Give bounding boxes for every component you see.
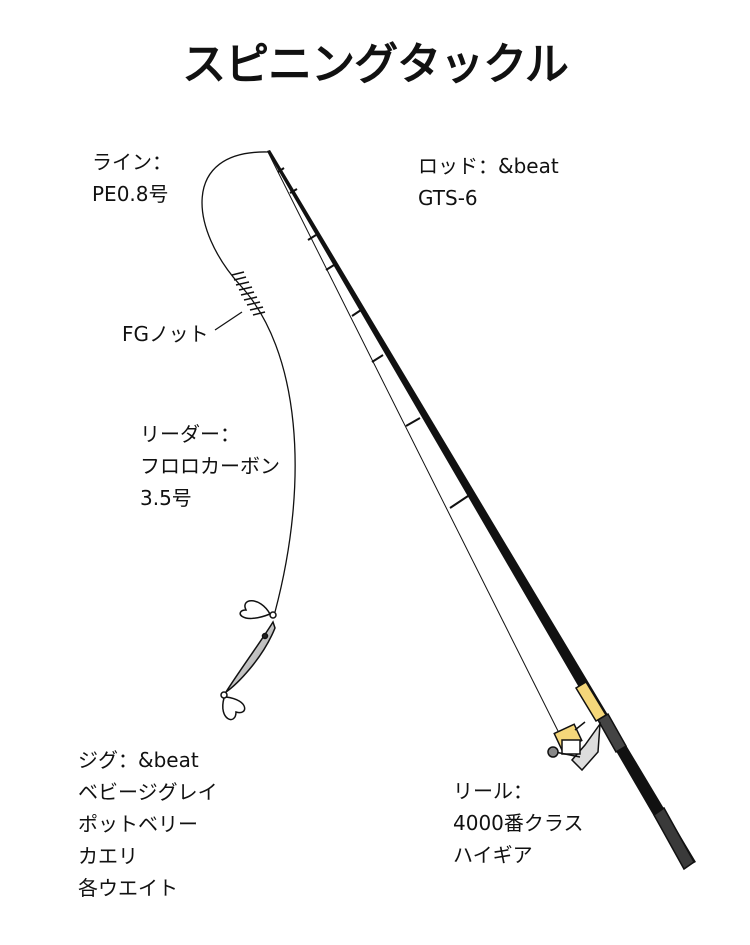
reel-label-gear: ハイギア <box>453 843 533 867</box>
reel-seat <box>596 712 628 754</box>
jig-icon <box>220 600 277 721</box>
knot-pointer <box>214 311 243 331</box>
line-label-title: ライン： <box>92 150 172 174</box>
jig-label-line: 各ウエイト <box>78 876 178 900</box>
line-label: ライン： PE0.8号 <box>92 146 172 210</box>
rod-line <box>267 151 561 736</box>
rod-guides <box>277 167 469 509</box>
jig-label-line: ベビージグレイ <box>78 780 218 804</box>
fg-knot <box>231 271 266 316</box>
reel-label: リール： 4000番クラス ハイギア <box>453 775 584 871</box>
rod-label-model: GTS-6 <box>418 186 478 210</box>
leader-label-title: リーダー： <box>140 422 240 446</box>
page-title: スピニングタックル <box>182 39 569 90</box>
reel-label-title: リール： <box>453 779 533 803</box>
jig-label-title: ジグ：&beat <box>78 748 199 772</box>
rod-label: ロッド：&beat GTS-6 <box>418 150 559 214</box>
rod-blank <box>267 150 696 868</box>
reel-label-size: 4000番クラス <box>453 811 584 835</box>
reel-icon <box>547 721 601 772</box>
line-label-spec: PE0.8号 <box>92 182 169 206</box>
rear-grip <box>653 806 695 871</box>
main-line <box>201 151 296 613</box>
knot-label: FGノット <box>122 322 209 346</box>
leader-label: リーダー： フロロカーボン 3.5号 <box>140 418 280 514</box>
rod-label-title: ロッド：&beat <box>418 154 559 178</box>
leader-label-size: 3.5号 <box>140 486 192 510</box>
jig-label-line: ポットベリー <box>78 812 198 836</box>
leader-label-material: フロロカーボン <box>140 454 280 478</box>
jig-label-line: カエリ <box>78 844 138 868</box>
jig-label: ジグ：&beat ベビージグレイ ポットベリー カエリ 各ウエイト <box>78 744 218 904</box>
